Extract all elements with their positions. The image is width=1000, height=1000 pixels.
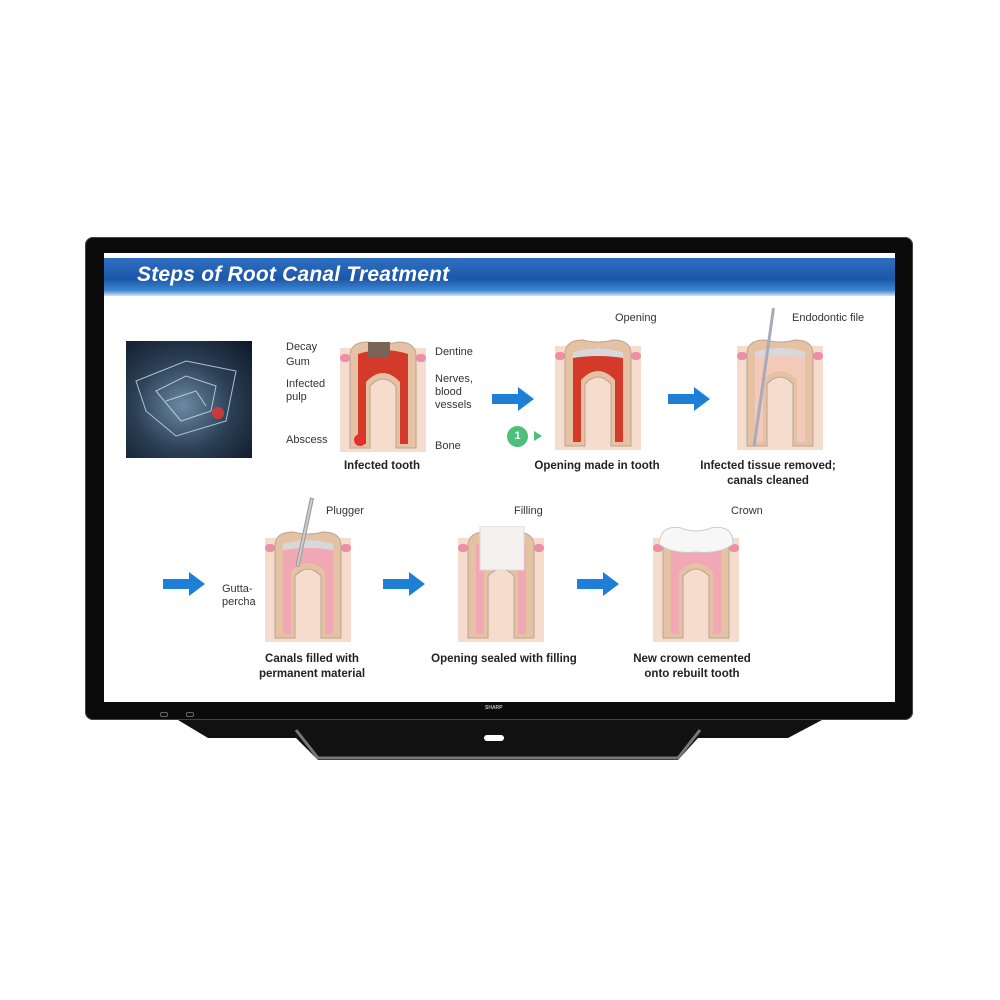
- caption-line: Canals filled with: [265, 653, 359, 665]
- arrow-right-icon: [383, 572, 425, 596]
- badge-pointer-icon: [534, 431, 542, 441]
- caption-line: Infected tooth: [343, 460, 421, 472]
- arrow-right-icon: [668, 387, 710, 411]
- power-button[interactable]: [160, 712, 168, 717]
- label-opening: Opening: [615, 312, 657, 324]
- caption-line: canals cleaned: [727, 475, 809, 487]
- label-nerves-2: blood: [435, 386, 462, 398]
- xray-jaw-image: [126, 341, 252, 458]
- label-gum: Gum: [286, 356, 310, 368]
- label-nerves-1: Nerves,: [435, 373, 473, 385]
- caption-line: permanent material: [258, 668, 366, 680]
- tooth-cleaned: [737, 339, 823, 450]
- slide-title-bar: [104, 258, 895, 296]
- tooth-infected: [340, 341, 426, 452]
- tooth-filled: [265, 531, 351, 642]
- label-plugger: Plugger: [326, 505, 364, 517]
- label-endodontic-file: Endodontic file: [792, 312, 865, 324]
- caption-line: onto rebuilt tooth: [644, 668, 740, 680]
- tooth-sealed: [458, 526, 544, 642]
- brand-logo: SHARP: [485, 705, 503, 711]
- label-infected-pulp-2: pulp: [286, 391, 307, 403]
- arrow-right-icon: [163, 572, 205, 596]
- label-crown: Crown: [731, 505, 763, 517]
- label-filling: Filling: [514, 505, 543, 517]
- caption-line: Opening made in tooth: [534, 460, 660, 472]
- tooth-crown: [653, 526, 739, 642]
- step-badge: 1: [507, 426, 528, 447]
- label-nerves-3: vessels: [435, 399, 472, 411]
- input-button[interactable]: [186, 712, 194, 717]
- label-bone: Bone: [435, 440, 461, 452]
- caption-step-3: Infected tissue removed; canals cleaned: [700, 459, 835, 489]
- label-gutta-1: Gutta-: [222, 583, 253, 595]
- caption-line: New crown cemented: [633, 653, 751, 665]
- slide-title: Steps of Root Canal Treatment: [137, 263, 450, 286]
- caption-step-5: Opening sealed with filling: [431, 652, 577, 667]
- display-stand: [178, 720, 822, 760]
- caption-step-6: New crown cemented onto rebuilt tooth: [633, 652, 751, 682]
- arrow-right-icon: [492, 387, 534, 411]
- arrow-right-icon: [577, 572, 619, 596]
- label-decay: Decay: [286, 341, 318, 353]
- caption-line: Opening sealed with filling: [431, 653, 577, 665]
- tooth-opening: [555, 339, 641, 450]
- caption-step-1: Infected tooth: [344, 459, 420, 474]
- label-gutta-2: percha: [222, 596, 256, 608]
- caption-step-4: Canals filled with permanent material: [259, 652, 365, 682]
- caption-line: Infected tissue removed;: [700, 460, 836, 472]
- caption-step-2: Opening made in tooth: [534, 459, 659, 474]
- label-abscess: Abscess: [286, 434, 328, 446]
- label-dentine: Dentine: [435, 346, 473, 358]
- label-infected-pulp-1: Infected: [286, 378, 326, 390]
